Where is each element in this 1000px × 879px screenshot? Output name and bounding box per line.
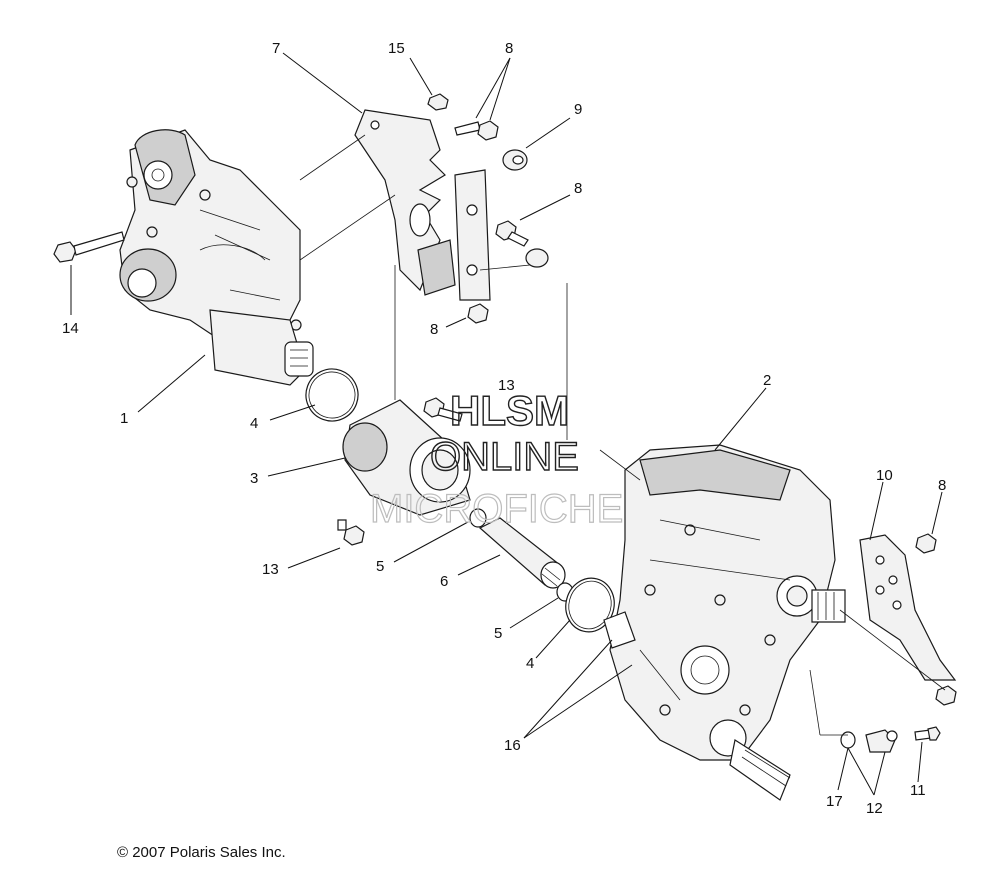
callout-13-lower: 13 bbox=[262, 561, 279, 578]
copyright-notice: © 2007 Polaris Sales Inc. bbox=[117, 844, 286, 861]
spacer-housing-3 bbox=[342, 399, 471, 516]
bolt-8-lower bbox=[467, 303, 489, 324]
callout-14: 14 bbox=[62, 320, 79, 337]
washer-17 bbox=[840, 731, 856, 749]
watermark-line-1: HLSM bbox=[450, 387, 569, 434]
speed-sensor-12 bbox=[865, 729, 898, 753]
bracket-10 bbox=[859, 534, 957, 681]
callout-8-mid: 8 bbox=[574, 180, 582, 197]
callout-4-upper: 4 bbox=[250, 415, 258, 432]
callout-6: 6 bbox=[440, 573, 448, 590]
transmission-assembly-2 bbox=[603, 444, 846, 801]
coupler-sleeve-6 bbox=[478, 517, 566, 589]
callout-5-upper: 5 bbox=[376, 558, 384, 575]
bushing-9 bbox=[502, 149, 528, 171]
callout-8-top: 8 bbox=[505, 40, 513, 57]
watermark-line-2: ONLINE bbox=[430, 435, 579, 479]
callout-4-lower: 4 bbox=[526, 655, 534, 672]
bolt-8-right bbox=[915, 533, 937, 554]
snap-ring-5-upper bbox=[469, 508, 487, 528]
callout-labels: 7 15 8 9 8 8 14 1 4 13 3 13 5 6 5 4 2 10… bbox=[62, 40, 946, 817]
callout-1: 1 bbox=[120, 410, 128, 427]
bolt-14 bbox=[53, 231, 125, 263]
leader-lines bbox=[70, 52, 946, 796]
callout-5-lower: 5 bbox=[494, 625, 502, 642]
callout-2: 2 bbox=[763, 372, 771, 389]
nut-15 bbox=[427, 93, 449, 111]
o-ring-4-upper bbox=[305, 368, 359, 422]
callout-8-right: 8 bbox=[938, 477, 946, 494]
callout-15: 15 bbox=[388, 40, 405, 57]
callout-9: 9 bbox=[574, 101, 582, 118]
bolt-8-top bbox=[454, 120, 499, 141]
o-ring-4-lower bbox=[565, 577, 615, 633]
mounting-bracket-plate bbox=[417, 169, 491, 301]
callout-12: 12 bbox=[866, 800, 883, 817]
gearcase-assembly-1 bbox=[119, 129, 314, 386]
bolt-8-mid bbox=[495, 220, 549, 268]
watermark: HLSM ONLINE MICROFICHE bbox=[369, 386, 624, 531]
watermark-line-3: MICROFICHE bbox=[370, 487, 623, 531]
bolt-13-lower bbox=[337, 519, 365, 546]
callout-10: 10 bbox=[876, 467, 893, 484]
callout-7: 7 bbox=[272, 40, 280, 57]
bolt-11 bbox=[914, 726, 941, 741]
bolt-10-lower bbox=[935, 685, 957, 706]
callout-11: 11 bbox=[910, 782, 926, 799]
callout-16: 16 bbox=[504, 737, 521, 754]
callout-8-lower: 8 bbox=[430, 321, 438, 338]
bolt-13-upper bbox=[423, 397, 463, 422]
callout-17: 17 bbox=[826, 793, 843, 810]
bracket-7 bbox=[354, 109, 446, 292]
callout-13-upper: 13 bbox=[498, 377, 515, 394]
callout-3: 3 bbox=[250, 470, 258, 487]
